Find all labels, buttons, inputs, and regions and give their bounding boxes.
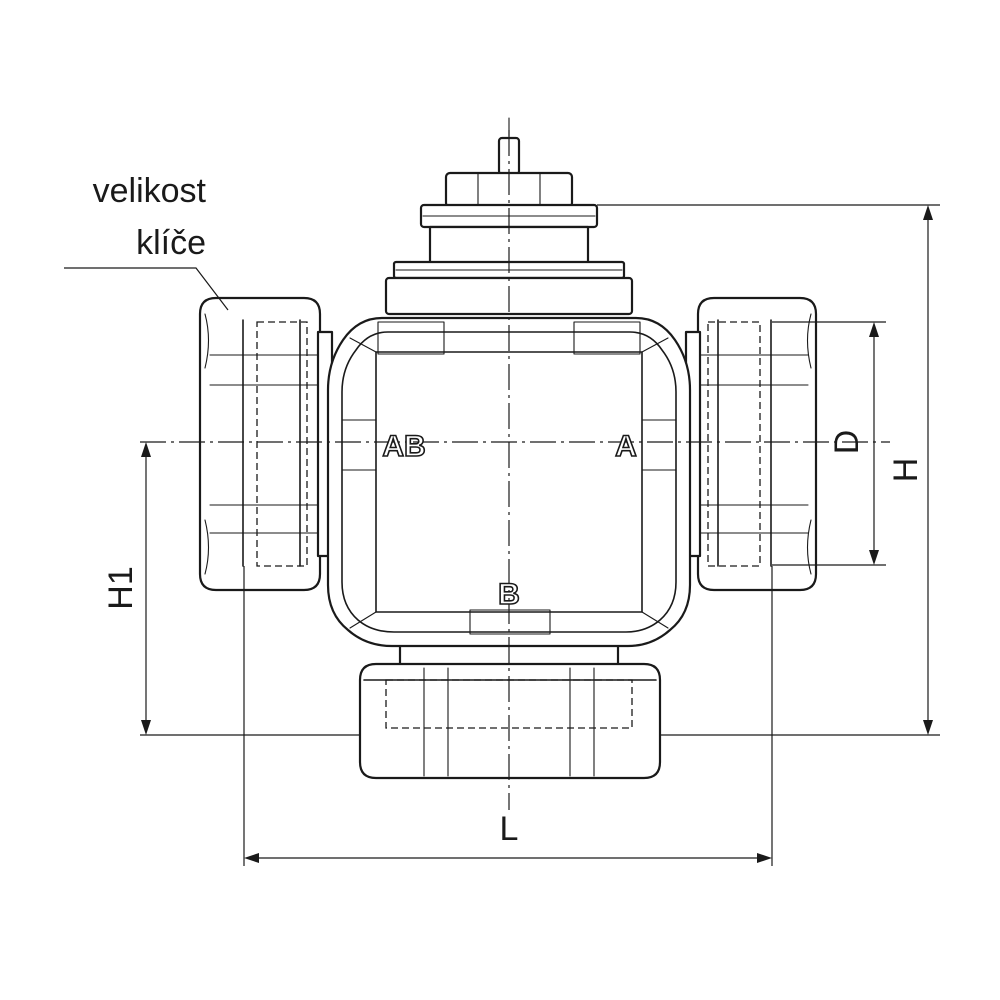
bottom-port-nut (358, 638, 662, 780)
dimension-h1-label: H1 (102, 566, 140, 609)
right-port-nut (684, 296, 818, 592)
dimension-h1: H1 (102, 442, 360, 736)
center-lines (140, 130, 890, 810)
dimension-d-label: D (828, 430, 866, 455)
port-label-a: A (615, 430, 637, 463)
callout-line-1: velikost (93, 172, 207, 210)
left-port-nut (198, 296, 334, 592)
dimension-l-label: L (500, 810, 519, 848)
wrench-size-callout: velikost klíče (64, 172, 229, 311)
callout-line-2: klíče (136, 224, 206, 262)
port-label-b: B (498, 578, 520, 611)
dimension-l: L (243, 566, 773, 866)
dimension-h-label: H (887, 458, 925, 483)
dimension-d: D (772, 321, 886, 566)
port-label-ab: AB (382, 430, 425, 463)
dimension-h: H (597, 204, 940, 736)
